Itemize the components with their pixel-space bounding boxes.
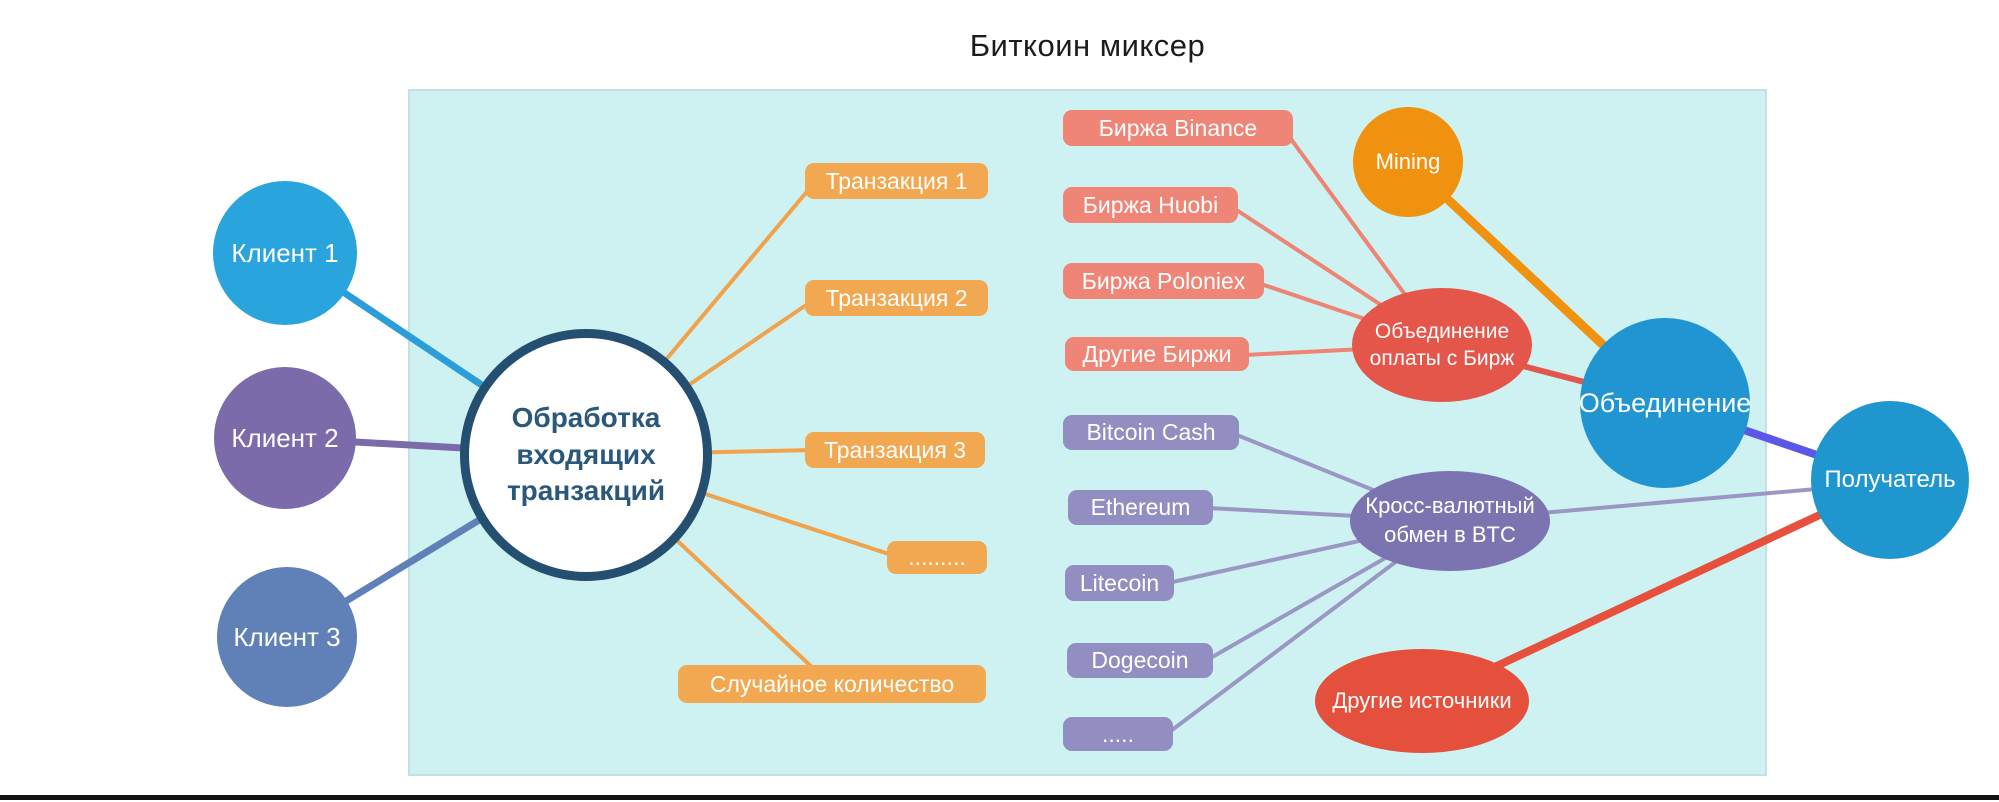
node-crypto-ethereum: Ethereum — [1068, 490, 1213, 525]
node-random-amount: Случайное количество — [678, 665, 986, 703]
node-transaction-1-label: Транзакция 1 — [825, 167, 968, 194]
node-exchange-binance-label: Биржа Binance — [1098, 114, 1258, 141]
node-client-2-label: Клиент 2 — [231, 422, 339, 453]
node-transaction-2: Транзакция 2 — [805, 280, 988, 316]
node-recipient: Получатель — [1811, 401, 1969, 559]
node-exchange-huobi-label: Биржа Huobi — [1082, 191, 1219, 218]
node-mining: Mining — [1353, 107, 1463, 217]
node-mining-label: Mining — [1375, 149, 1441, 174]
node-exchange-others: Другие Биржи — [1065, 337, 1249, 371]
node-crypto-litecoin: Litecoin — [1065, 565, 1174, 601]
node-client-3: Клиент 3 — [217, 567, 357, 707]
node-processing-label: Обработка входящих транзакций — [506, 401, 666, 507]
page-title: Биткоин миксер — [969, 28, 1206, 63]
node-merge-label: Объединение — [1578, 387, 1752, 418]
node-random-amount-label: Случайное количество — [709, 670, 955, 697]
node-exchange-merge-label: Объединение оплаты с Бирж — [1369, 319, 1515, 370]
node-recipient-label: Получатель — [1824, 466, 1956, 493]
node-exchange-merge: Объединение оплаты с Бирж — [1352, 288, 1532, 402]
node-merge: Объединение — [1578, 318, 1752, 488]
node-crypto-litecoin-label: Litecoin — [1079, 569, 1160, 596]
node-transaction-dots: ......... — [887, 541, 987, 574]
node-crypto-dots: ..... — [1063, 717, 1173, 751]
node-client-1-label: Клиент 1 — [231, 237, 339, 268]
node-exchange-binance: Биржа Binance — [1063, 110, 1293, 146]
node-exchange-others-label: Другие Биржи — [1082, 340, 1232, 367]
node-client-1: Клиент 1 — [213, 181, 357, 325]
node-transaction-dots-label: ......... — [908, 544, 966, 570]
node-crypto-dogecoin-label: Dogecoin — [1091, 647, 1189, 673]
node-exchange-poloniex-label: Биржа Poloniex — [1081, 267, 1246, 294]
node-exchange-poloniex: Биржа Poloniex — [1063, 263, 1264, 299]
node-transaction-3-label: Транзакция 3 — [823, 436, 967, 463]
node-other-sources-label: Другие источники — [1332, 688, 1512, 713]
node-cross-exchange: Кросс-валютный обмен в BTC — [1350, 471, 1550, 571]
node-transaction-2-label: Транзакция 2 — [825, 284, 968, 311]
node-cross-exchange-label: Кросс-валютный обмен в BTC — [1365, 493, 1535, 547]
node-crypto-bitcoin-cash-label: Bitcoin Cash — [1086, 419, 1216, 445]
node-crypto-ethereum-label: Ethereum — [1090, 494, 1191, 520]
node-transaction-3: Транзакция 3 — [805, 432, 985, 468]
node-other-sources: Другие источники — [1315, 649, 1529, 753]
node-crypto-bitcoin-cash: Bitcoin Cash — [1063, 415, 1239, 450]
bottom-divider — [0, 795, 1999, 800]
node-crypto-dogecoin: Dogecoin — [1067, 643, 1213, 678]
node-client-2: Клиент 2 — [214, 367, 356, 509]
node-processing: Обработка входящих транзакций — [460, 329, 712, 581]
node-crypto-dots-label: ..... — [1102, 720, 1134, 747]
node-client-3-label: Клиент 3 — [233, 621, 341, 652]
node-transaction-1: Транзакция 1 — [805, 163, 988, 199]
node-exchange-huobi: Биржа Huobi — [1063, 187, 1238, 223]
